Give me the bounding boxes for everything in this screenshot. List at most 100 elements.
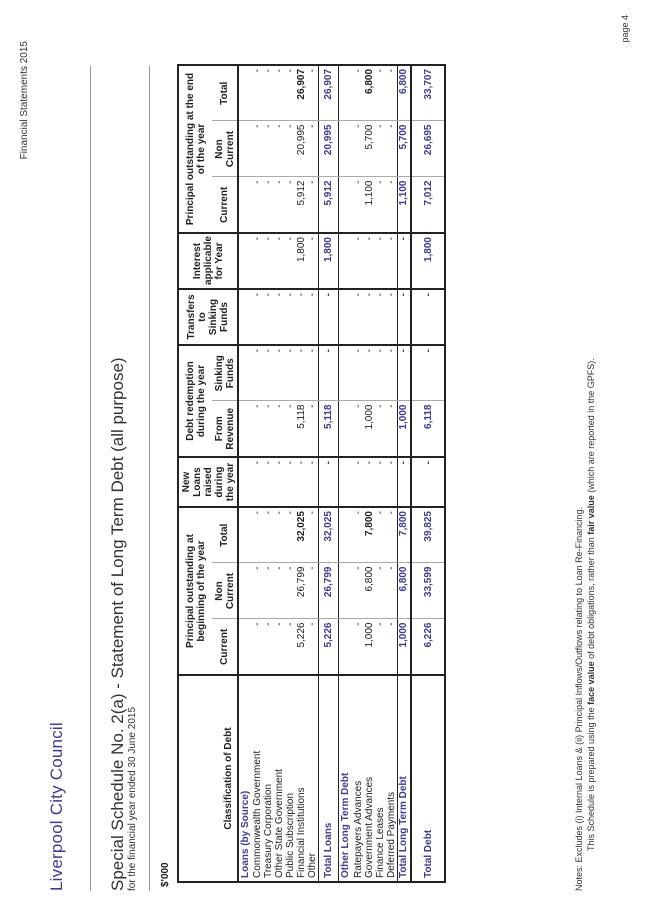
cell: - [296, 345, 307, 401]
cell: - [274, 507, 285, 563]
cell: - [318, 345, 339, 401]
cell: - [307, 121, 319, 177]
cell: - [352, 121, 364, 177]
cell: - [252, 177, 263, 233]
col-from-revenue: From Revenue [212, 401, 238, 457]
cell: - [252, 345, 263, 401]
cell: 1,800 [318, 233, 339, 289]
cell [238, 401, 252, 457]
row-label: Financial Institutions [296, 787, 307, 878]
cell [238, 233, 252, 289]
cell: 32,025 [318, 507, 339, 563]
cell: - [307, 345, 319, 401]
col-group-end: Principal outstanding at the end of the … [178, 64, 212, 233]
cell: - [252, 563, 263, 619]
cell: 6,800 [363, 563, 375, 619]
cell [338, 233, 353, 289]
cell: - [397, 289, 411, 345]
cell: - [307, 401, 319, 457]
cell: - [263, 177, 274, 233]
cell: 26,799 [296, 563, 307, 619]
row-label: Other Long Term Debt [338, 675, 353, 882]
cell: - [296, 289, 307, 345]
cell: 1,800 [411, 233, 445, 289]
cell: - [285, 457, 296, 507]
cell: 5,700 [397, 121, 411, 177]
cell: 5,912 [318, 177, 339, 233]
cell: - [252, 507, 263, 563]
cell [338, 121, 353, 177]
cell [338, 401, 353, 457]
cell: - [285, 289, 296, 345]
cell [238, 289, 252, 345]
cell: - [263, 401, 274, 457]
cell: - [318, 457, 339, 507]
cell: - [385, 507, 397, 563]
cell: - [285, 507, 296, 563]
row-label: Other [307, 852, 318, 878]
cell: - [374, 507, 386, 563]
cell: - [411, 289, 445, 345]
header-rule [90, 66, 91, 891]
cell [338, 64, 353, 121]
report-header: Financial Statements 2015 [19, 41, 30, 160]
cell: 6,800 [363, 64, 375, 121]
cell [238, 507, 252, 563]
col-transfers: Transfers to Sinking Funds [178, 289, 238, 345]
cell: - [352, 345, 364, 401]
cell: - [285, 64, 296, 121]
cell: 7,012 [411, 177, 445, 233]
col-begin-total: Total [212, 507, 238, 563]
cell: 26,695 [411, 121, 445, 177]
cell: - [307, 233, 319, 289]
notes-text: (which are reported in the GPFS). [586, 358, 596, 496]
cell: - [274, 457, 285, 507]
cell: 39,825 [411, 507, 445, 563]
cell: - [307, 563, 319, 619]
cell: 1,000 [397, 401, 411, 457]
cell: - [274, 401, 285, 457]
cell: - [252, 64, 263, 121]
row-label: Treasury Corporation [263, 783, 274, 878]
cell: - [352, 563, 364, 619]
col-begin-noncurrent: Non Current [212, 563, 238, 619]
cell: 5,226 [318, 619, 339, 675]
cell [238, 177, 252, 233]
cell: 1,000 [363, 401, 375, 457]
cell: - [263, 64, 274, 121]
page-number: page 4 [620, 15, 630, 43]
cell: - [374, 289, 386, 345]
cell: - [274, 233, 285, 289]
cell: - [296, 457, 307, 507]
cell: - [307, 177, 319, 233]
page-subtitle: for the financial year ended 30 June 201… [127, 706, 138, 891]
col-group-redemption: Debt redemption during the year [178, 345, 212, 457]
cell: - [307, 619, 319, 675]
cell: - [385, 345, 397, 401]
cell: 5,118 [318, 401, 339, 457]
row-label: Commonwealth Government [252, 750, 263, 878]
cell: - [285, 345, 296, 401]
row-label: Finance Leases [374, 807, 386, 878]
cell: - [363, 345, 375, 401]
table-row: Public Subscription----------- [285, 64, 296, 882]
cell: - [397, 345, 411, 401]
cell: 20,995 [296, 121, 307, 177]
cell: - [374, 619, 386, 675]
cell: - [307, 457, 319, 507]
cell: - [274, 121, 285, 177]
cell: - [385, 121, 397, 177]
cell: - [374, 64, 386, 121]
cell: - [374, 563, 386, 619]
col-begin-current: Current [212, 619, 238, 675]
cell: - [285, 401, 296, 457]
table-row: Treasury Corporation----------- [263, 64, 274, 882]
cell: - [263, 563, 274, 619]
cell: 5,226 [296, 619, 307, 675]
cell: - [411, 457, 445, 507]
cell: - [363, 457, 375, 507]
cell: - [274, 289, 285, 345]
